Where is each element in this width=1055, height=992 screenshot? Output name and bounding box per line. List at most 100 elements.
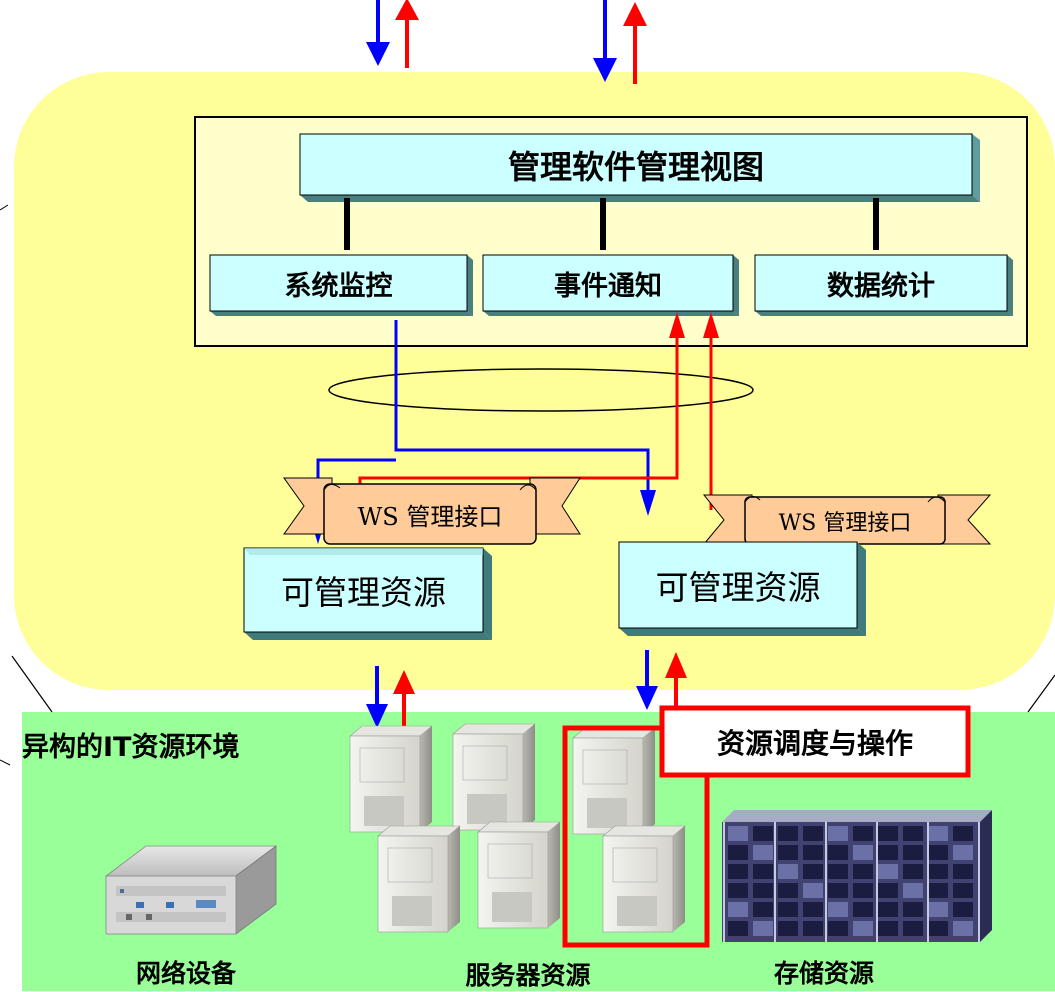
- rack-panel-cell: [878, 826, 898, 841]
- server-tower-icon: [349, 725, 433, 833]
- rack-panel-cell: [828, 845, 848, 860]
- operation-label-box: [659, 705, 971, 778]
- category-label-servers: 服务器资源: [465, 960, 591, 990]
- server-tower-icon: [572, 727, 656, 835]
- rack-panel-cell: [803, 826, 823, 841]
- management-view-box: [299, 133, 980, 202]
- ws-interface-label-right: WS 管理接口: [778, 510, 912, 536]
- module-box-events: [482, 254, 739, 316]
- module-box-statistics: [754, 254, 1013, 316]
- rack-panel-cell: [803, 921, 823, 936]
- rack-panel-cell: [778, 864, 798, 879]
- rack-panel-cell: [953, 826, 973, 841]
- rack-panel-cell: [778, 902, 798, 917]
- server-tower-icon: [602, 825, 686, 933]
- divider-line: [1027, 674, 1055, 713]
- rack-panel-cell: [803, 845, 823, 860]
- divider-line: [0, 759, 11, 766]
- rack-panel-cell: [753, 826, 773, 841]
- module-label-monitoring: 系统监控: [284, 270, 393, 302]
- network-device-icon: [104, 845, 278, 935]
- rack-panel-cell: [828, 921, 848, 936]
- divider-line: [11, 655, 53, 713]
- rack-panel-cell: [828, 883, 848, 898]
- rack-panel-cell: [753, 921, 773, 936]
- rack-panel-cell: [778, 921, 798, 936]
- outgoing-up-arrow: [395, 0, 419, 68]
- scheduling-highlight-frame: [562, 725, 710, 948]
- rack-panel-cell: [778, 845, 798, 860]
- resource-down-arrow: [636, 650, 658, 710]
- rack-panel-cell: [878, 921, 898, 936]
- rack-panel-cell: [728, 826, 748, 841]
- divider-line: [0, 204, 9, 211]
- ws-interface-banner-right: [702, 494, 992, 545]
- rack-panel-cell: [953, 921, 973, 936]
- server-tower-icon: [477, 821, 561, 929]
- rack-panel-cell: [778, 826, 798, 841]
- rack-panel-cell: [903, 883, 923, 898]
- category-label-storage: 存储资源: [773, 958, 874, 988]
- rack-panel-cell: [928, 826, 948, 841]
- rack-panel-cell: [928, 921, 948, 936]
- rack-panel-cell: [878, 864, 898, 879]
- rack-panel-cell: [953, 845, 973, 860]
- rack-panel-cell: [828, 864, 848, 879]
- rack-panel-cell: [903, 864, 923, 879]
- rack-panel-cell: [853, 826, 873, 841]
- rack-panel-cell: [928, 864, 948, 879]
- rack-panel-cell: [753, 902, 773, 917]
- storage-rack-icon: [722, 810, 992, 942]
- message-bus-ellipse: [328, 368, 754, 412]
- rack-panel-cell: [878, 845, 898, 860]
- resource-box-right: [618, 541, 866, 636]
- ws-interface-banner-left: [283, 477, 581, 545]
- rack-panel-cell: [828, 826, 848, 841]
- server-tower-icon: [377, 825, 461, 933]
- rack-panel-cell: [728, 845, 748, 860]
- rack-panel-cell: [728, 921, 748, 936]
- rack-panel-cell: [853, 921, 873, 936]
- rack-panel-cell: [928, 883, 948, 898]
- rack-panel-cell: [753, 883, 773, 898]
- operation-label: 资源调度与操作: [716, 726, 913, 760]
- module-label-events: 事件通知: [554, 270, 662, 302]
- rack-panel-cell: [878, 883, 898, 898]
- resource-up-arrow: [393, 670, 415, 730]
- resource-down-arrow: [366, 666, 388, 728]
- rack-panel-cell: [753, 845, 773, 860]
- rack-panel-cell: [853, 883, 873, 898]
- incoming-down-arrow: [593, 0, 617, 82]
- rack-panel-cell: [878, 902, 898, 917]
- rack-panel-cell: [803, 883, 823, 898]
- rack-panel-cell: [853, 845, 873, 860]
- resource-box-left: [243, 547, 492, 640]
- resource-label-right: 可管理资源: [655, 568, 821, 607]
- outgoing-up-arrow: [623, 2, 647, 84]
- server-tower-icon: [452, 723, 536, 831]
- ws-interface-label-left: WS 管理接口: [357, 502, 503, 531]
- resource-label-left: 可管理资源: [281, 573, 446, 612]
- module-box-monitoring: [209, 254, 473, 316]
- module-label-statistics: 数据统计: [827, 270, 935, 302]
- rack-panel-cell: [728, 902, 748, 917]
- rack-panel-cell: [828, 902, 848, 917]
- rack-panel-cell: [903, 826, 923, 841]
- rack-panel-cell: [753, 864, 773, 879]
- management-view-title: 管理软件管理视图: [507, 147, 764, 186]
- rack-panel-cell: [953, 902, 973, 917]
- rack-panel-cell: [903, 845, 923, 860]
- category-label-network: 网络设备: [135, 958, 236, 988]
- rack-panel-cell: [903, 902, 923, 917]
- rack-panel-cell: [728, 864, 748, 879]
- environment-title: 异构的IT资源环境: [22, 732, 240, 763]
- rack-panel-cell: [803, 864, 823, 879]
- rack-panel-cell: [928, 845, 948, 860]
- rack-panel-cell: [853, 902, 873, 917]
- rack-panel-cell: [728, 883, 748, 898]
- rack-panel-cell: [953, 883, 973, 898]
- rack-panel-cell: [953, 864, 973, 879]
- incoming-down-arrow: [366, 0, 390, 66]
- rack-panel-cell: [853, 864, 873, 879]
